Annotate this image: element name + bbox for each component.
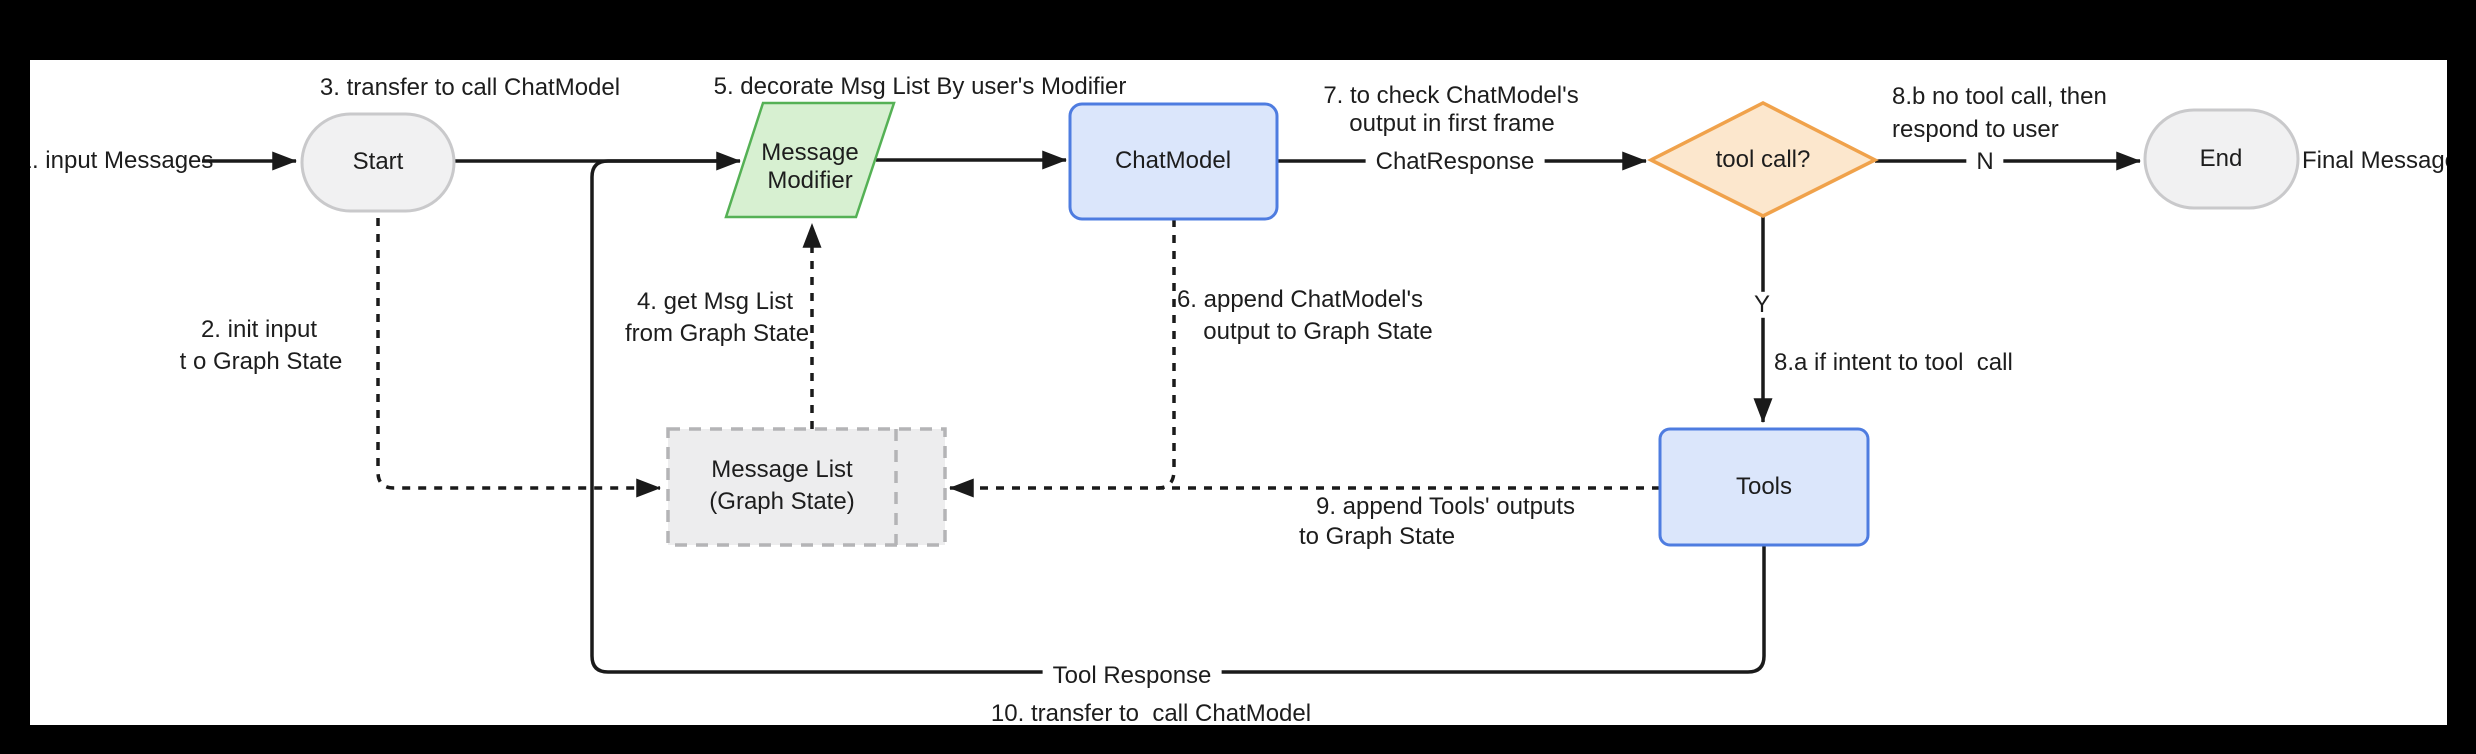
edge-10-tool-response-loop (590, 159, 1766, 674)
edge-label-init-input-line1: 2. init input (200, 315, 318, 343)
node-message-list-label-line1: Message List (711, 455, 853, 483)
flowchart-graphics (202, 101, 2300, 674)
edge-label-get-msg-list-line1: 4. get Msg List (636, 287, 794, 315)
edge-label-decorate-msg-list: 5. decorate Msg List By user's Modifier (713, 72, 1127, 100)
edge-label-transfer-to-chatmodel: 3. transfer to call ChatModel (319, 73, 621, 101)
edge-label-append-tools-line2: to Graph State (1299, 522, 1456, 550)
edge-label-no-tool-call-line2: respond to user (1892, 115, 2059, 143)
node-message-list-label-line2: (Graph State) (709, 487, 855, 515)
node-tools-label: Tools (1735, 472, 1793, 500)
edge-label-chat-response: ChatResponse (1365, 148, 1545, 176)
flowchart-canvas: Start Message Modifier ChatModel tool ca… (30, 60, 2447, 725)
node-message-modifier-label-line2: Modifier (767, 166, 853, 194)
node-tool-call-decision-shape (1647, 101, 1879, 218)
edge-label-no-branch: N (1966, 148, 2004, 176)
edge-label-yes-branch: Y (1743, 291, 1781, 319)
edge-label-append-chatmodel-line1: 6. append ChatModel's (1176, 285, 1424, 313)
node-message-modifier-label-line1: Message (761, 138, 859, 166)
edge-label-final-message: Final Message (2301, 146, 2447, 174)
edge-label-if-intent-tool-call: 8.a if intent to tool call (1774, 348, 2013, 376)
node-chatmodel-label: ChatModel (1114, 146, 1232, 174)
node-tools-shape (1658, 427, 1870, 547)
edge-label-check-output-line2: output in first frame (1349, 109, 1555, 137)
node-end-shape (2143, 108, 2300, 210)
edge-label-input-messages: 1. input Messages (30, 146, 214, 174)
node-chatmodel-shape (1068, 102, 1279, 221)
edge-2-start-to-graph-state (376, 218, 661, 498)
node-start-label: Start (352, 147, 404, 175)
edge-label-init-input-line2: t o Graph State (179, 347, 343, 375)
node-message-list-shape (666, 427, 947, 547)
node-message-modifier-shape (724, 101, 896, 219)
node-tool-call-decision-label: tool call? (1715, 145, 1811, 173)
edge-label-no-tool-call-line1: 8.b no tool call, then (1892, 82, 2107, 110)
node-start-shape (300, 112, 456, 213)
edge-label-transfer-to-call-chatmodel: 10. transfer to call ChatModel (990, 699, 1312, 725)
edge-label-get-msg-list-line2: from Graph State (624, 319, 810, 347)
edge-label-tool-response: Tool Response (1042, 662, 1222, 690)
edge-label-check-output-line1: 7. to check ChatModel's (1323, 81, 1579, 109)
edge-label-append-tools-line1: 9. append Tools' outputs (1316, 492, 1576, 520)
edge-label-append-chatmodel-line2: output to Graph State (1203, 317, 1433, 345)
node-end-label: End (2199, 144, 2243, 172)
edge-6-chatmodel-to-graph-state (1157, 219, 1176, 490)
